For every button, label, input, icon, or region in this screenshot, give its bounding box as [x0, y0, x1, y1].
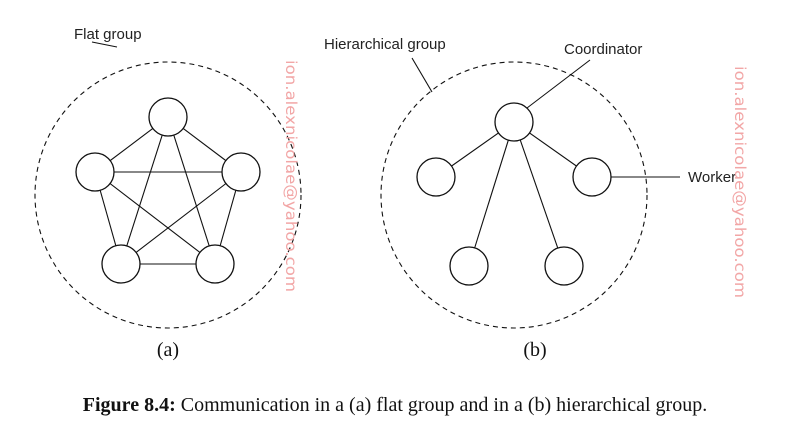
worker-node-right [572, 157, 612, 197]
coordinator-leader-line [526, 59, 591, 109]
flat-group-diagram: Flat group (a) [34, 26, 302, 361]
edge-left-bottomright [94, 171, 216, 265]
coordinator-node [494, 102, 534, 142]
coordinator-label: Coordinator [564, 41, 642, 58]
flat-node-right [221, 152, 261, 192]
hierarchical-group-label: Hierarchical group [324, 36, 446, 53]
flat-group-boundary [34, 61, 302, 329]
flat-sublabel: (a) [157, 339, 179, 361]
hierarchical-group-leader-line [411, 57, 433, 93]
watermark-left: ion.alexnicolae@yahoo.com [282, 60, 300, 292]
hierarchical-group-diagram: Hierarchical group Coordinator Worker (b… [324, 36, 736, 361]
worker-label: Worker [688, 169, 736, 186]
worker-node-left [416, 157, 456, 197]
figure-caption: Figure 8.4: Communication in a (a) flat … [0, 394, 790, 417]
hierarchical-group-boundary [380, 61, 648, 329]
flat-node-left [75, 152, 115, 192]
edge-right-bottomleft [120, 171, 242, 265]
flat-node-bottom-right [195, 244, 235, 284]
figure-number: Figure 8.4: [82, 394, 176, 416]
edge-top-bottomleft [120, 116, 169, 265]
worker-node-bottom-left [449, 246, 489, 286]
flat-node-bottom-left [101, 244, 141, 284]
flat-node-top [148, 97, 188, 137]
flat-group-label: Flat group [74, 26, 142, 43]
edge-coordinator-worker-bottom-right [513, 121, 565, 267]
edge-top-bottomright [167, 116, 216, 265]
figure-caption-text: Communication in a (a) flat group and in… [180, 394, 708, 416]
flat-group-leader-line [91, 41, 118, 48]
watermark-right: ion.alexnicolae@yahoo.com [731, 66, 749, 298]
hierarchical-sublabel: (b) [523, 339, 546, 361]
edge-coordinator-worker-bottom-left [468, 121, 515, 267]
worker-node-bottom-right [544, 246, 584, 286]
